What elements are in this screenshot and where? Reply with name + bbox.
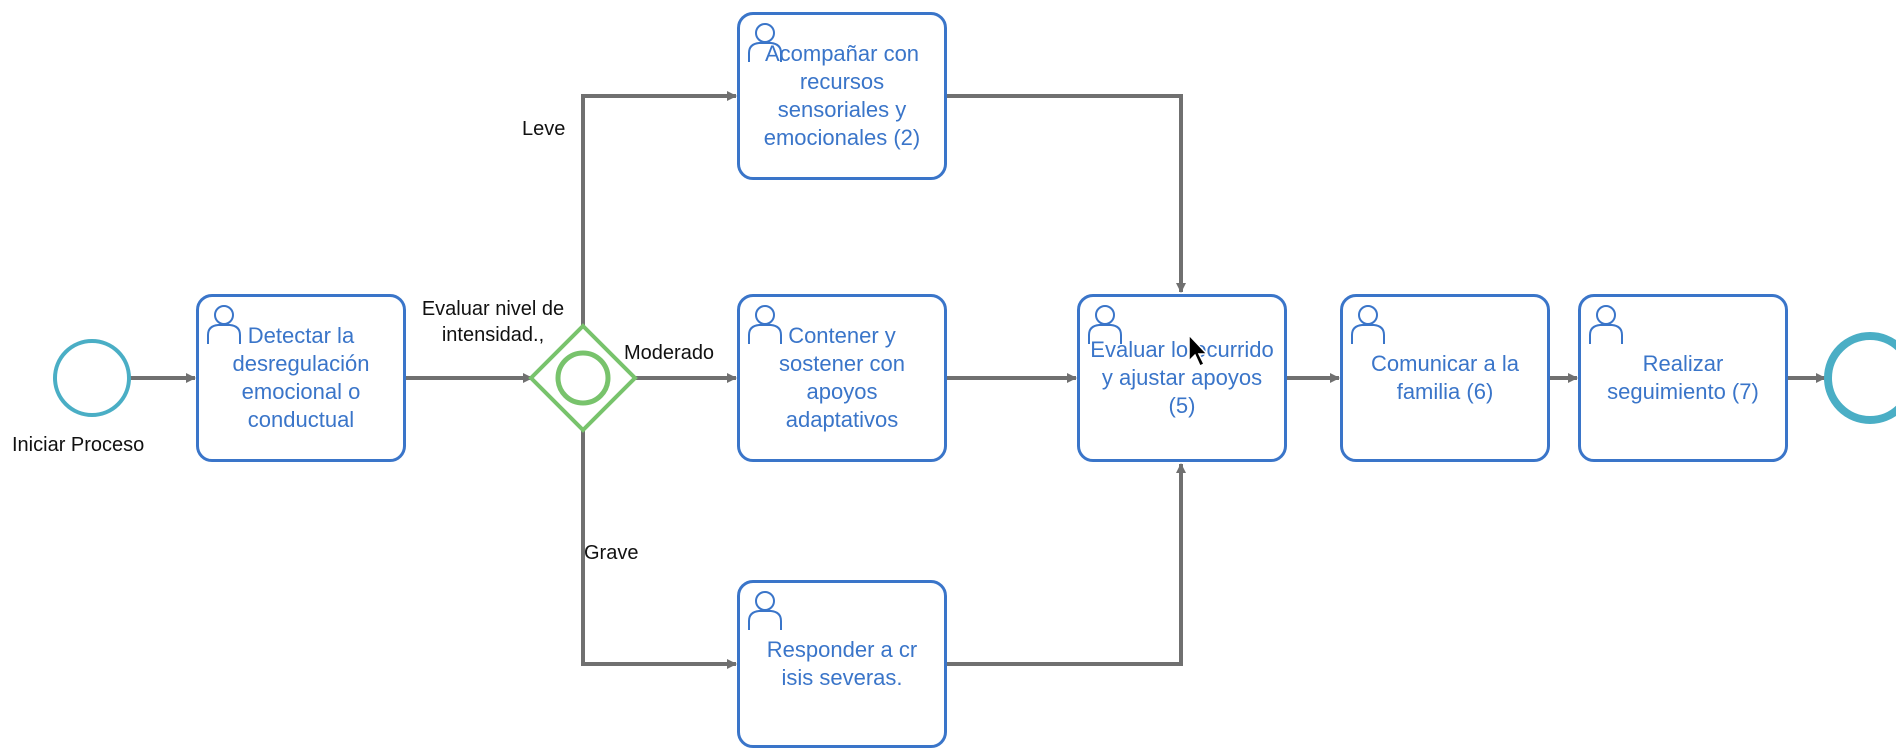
flow-responder-to-evaluar[interactable] <box>945 463 1186 666</box>
task-comunicar[interactable]: Comunicar a la familia (6) <box>1340 294 1550 462</box>
flow-gateway-to-responder-grave[interactable] <box>581 430 737 669</box>
task-label: Realizar seguimiento (7) <box>1607 351 1759 404</box>
task-label: Detectar la desregulación emocional o co… <box>232 323 370 432</box>
user-task-icon <box>1589 305 1623 344</box>
flow-label-leve: Leve <box>522 118 566 140</box>
task-label: Contener y sostener con apoyos adaptativ… <box>779 323 905 432</box>
task-contener[interactable]: Contener y sostener con apoyos adaptativ… <box>737 294 947 462</box>
task-label: Responder a cr isis severas. <box>766 637 918 690</box>
task-responder[interactable]: Responder a cr isis severas. <box>737 580 947 748</box>
task-detectar[interactable]: Detectar la desregulación emocional o co… <box>196 294 406 462</box>
gateway-label: Evaluar nivel de intensidad., <box>421 298 565 346</box>
exclusive-gateway[interactable] <box>528 323 638 433</box>
task-evaluar[interactable]: Evaluar lo ocurrido y ajustar apoyos (5) <box>1077 294 1287 462</box>
task-acompanar[interactable]: Acompañar con recursos sensoriales y emo… <box>737 12 947 180</box>
flow-gateway-to-acompanar-leve[interactable] <box>581 91 737 326</box>
task-label: Evaluar lo ocurrido y ajustar apoyos (5) <box>1090 337 1274 418</box>
user-task-icon <box>748 305 782 344</box>
flow-acompanar-to-evaluar[interactable] <box>945 94 1186 293</box>
user-task-icon <box>748 591 782 630</box>
end-event[interactable] <box>1824 332 1896 424</box>
flow-label-moderado: Moderado <box>624 342 715 364</box>
user-task-icon <box>207 305 241 344</box>
user-task-icon <box>748 23 782 62</box>
task-seguimiento[interactable]: Realizar seguimiento (7) <box>1578 294 1788 462</box>
start-event[interactable] <box>53 339 131 417</box>
start-event-label: Iniciar Proceso <box>12 434 145 456</box>
flow-label-grave: Grave <box>584 542 639 564</box>
task-label: Acompañar con recursos sensoriales y emo… <box>763 41 921 150</box>
task-label: Comunicar a la familia (6) <box>1371 351 1519 404</box>
mouse-pointer-icon <box>1188 333 1209 368</box>
user-task-icon <box>1351 305 1385 344</box>
user-task-icon <box>1088 305 1122 344</box>
